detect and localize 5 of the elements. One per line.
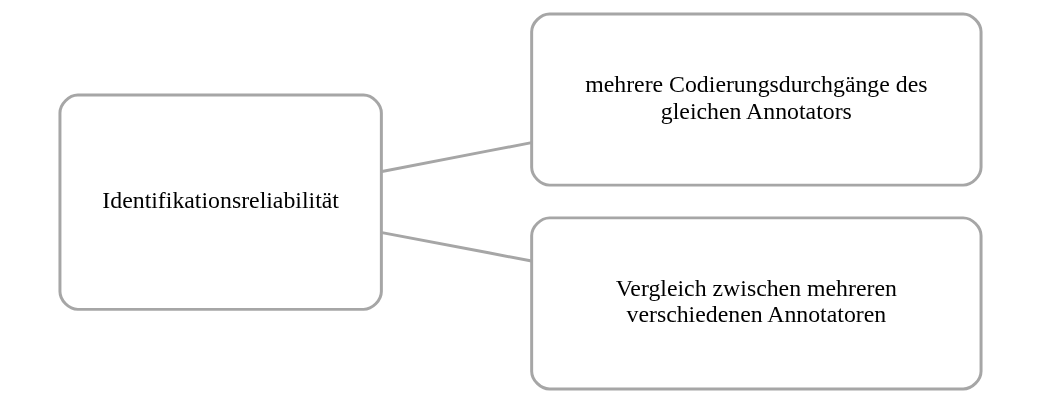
- connector: [381, 231, 532, 263]
- node-box: mehrere Codierungsdurchgänge des gleichen Annotators: [529, 12, 983, 187]
- node-box: Identifikationsreliabilität: [57, 93, 383, 311]
- node-box: Vergleich zwischen mehreren verschiedenen Annotatoren: [529, 216, 983, 391]
- connector: [381, 141, 532, 173]
